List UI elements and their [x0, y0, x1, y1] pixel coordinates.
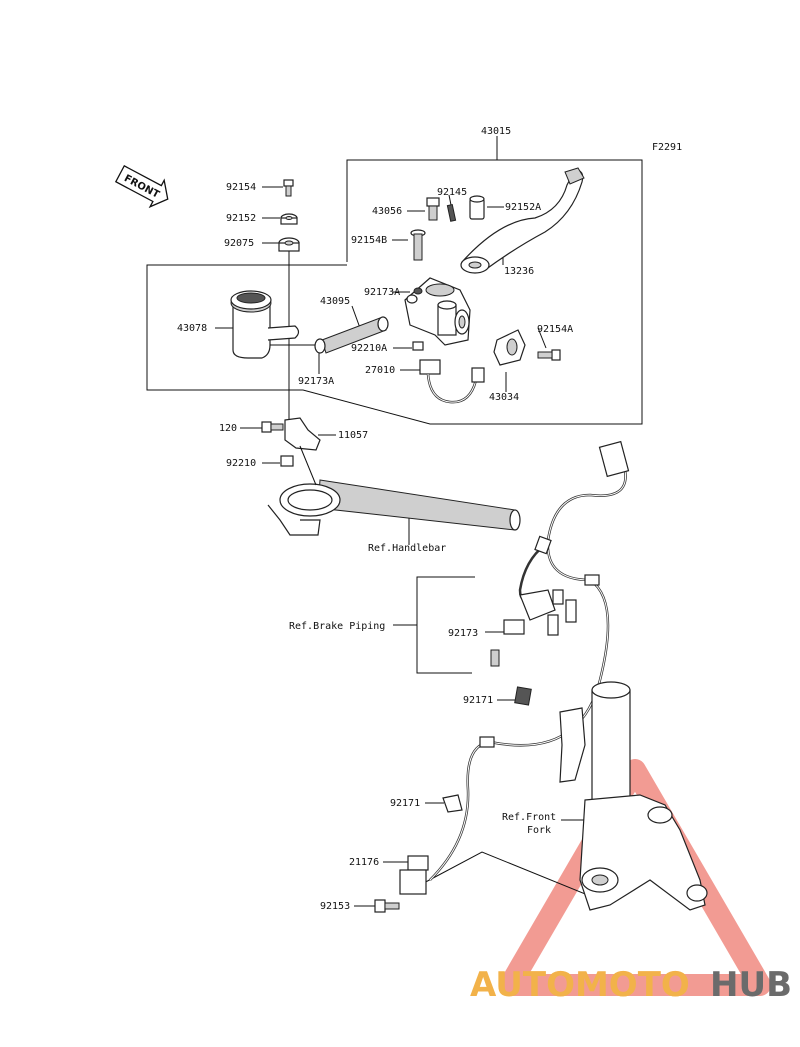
label-92210A: 92210A — [351, 343, 387, 354]
label-ref-brake-piping: Ref.Brake Piping — [289, 621, 385, 632]
cap-92173A-top — [406, 294, 418, 304]
pin-92154B — [410, 229, 426, 261]
part-labels: 43015 92145 43056 92152A 92154 92152 920… — [177, 126, 573, 912]
label-92154: 92154 — [226, 182, 256, 193]
spring-92145 — [446, 203, 457, 222]
label-92153: 92153 — [320, 901, 350, 912]
clamp-43034 — [493, 329, 526, 366]
label-ref-front-fork-2: Fork — [527, 825, 551, 836]
reservoir-43078 — [230, 290, 317, 359]
bolt-92154A — [537, 349, 561, 361]
handlebar-clipon — [267, 445, 521, 536]
label-43056: 43056 — [372, 206, 402, 217]
grommet-92075 — [278, 237, 300, 252]
label-43078: 43078 — [177, 323, 207, 334]
label-92171-b: 92171 — [390, 798, 420, 809]
label-92075: 92075 — [224, 238, 254, 249]
label-92145: 92145 — [437, 187, 467, 198]
front-fork — [559, 681, 708, 911]
holder-21176 — [399, 855, 429, 895]
label-27010: 27010 — [365, 365, 395, 376]
bolt-92154 — [283, 179, 294, 197]
label-92173A-top: 92173A — [364, 287, 400, 298]
front-arrow-icon: FRONT — [114, 164, 169, 209]
assembly-group-outline — [146, 136, 643, 425]
clip-92171-upper — [514, 686, 532, 706]
label-92154A: 92154A — [537, 324, 573, 335]
label-92173: 92173 — [448, 628, 478, 639]
nut-92210A — [412, 341, 424, 351]
hose-43095 — [314, 316, 389, 354]
watermark-part1: AUTOMOTO — [470, 965, 690, 1005]
collar-92152A — [469, 195, 485, 220]
figure-code: F2291 — [652, 142, 682, 153]
label-ref-handlebar: Ref.Handlebar — [368, 543, 446, 554]
bracket-11057 — [261, 417, 321, 467]
label-43095: 43095 — [320, 296, 350, 307]
watermark-part2: HUB — [710, 965, 792, 1005]
bolt-92153 — [374, 899, 400, 913]
label-ref-front-fork-1: Ref.Front — [502, 812, 556, 823]
master-cylinder-body — [404, 277, 471, 346]
label-92154B: 92154B — [351, 235, 387, 246]
label-92152: 92152 — [226, 213, 256, 224]
screw-43056 — [426, 197, 440, 221]
label-92173A-bottom: 92173A — [298, 376, 334, 387]
brake-hose — [429, 440, 630, 881]
label-92152A: 92152A — [505, 202, 541, 213]
label-92171-a: 92171 — [463, 695, 493, 706]
label-13236: 13236 — [504, 266, 534, 277]
label-92210: 92210 — [226, 458, 256, 469]
switch-27010 — [419, 359, 485, 404]
label-120: 120 — [219, 423, 237, 434]
label-11057: 11057 — [338, 430, 368, 441]
watermark: AUTOMOTO HUB — [470, 965, 792, 1005]
label-43034: 43034 — [489, 392, 519, 403]
lever-13236 — [460, 167, 585, 274]
label-21176: 21176 — [349, 857, 379, 868]
joint-92173 — [490, 535, 577, 667]
clip-92171-lower — [442, 794, 463, 813]
label-43015: 43015 — [481, 126, 511, 137]
washer-92152 — [280, 213, 298, 225]
